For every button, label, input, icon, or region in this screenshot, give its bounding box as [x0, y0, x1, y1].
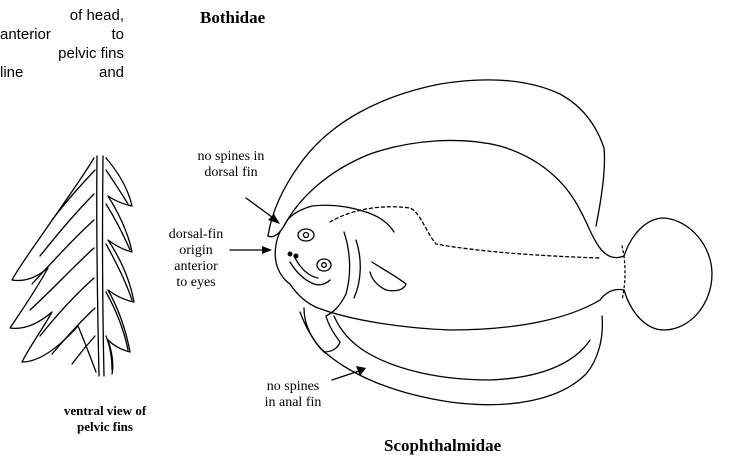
leader-lines: [230, 198, 362, 380]
pelvic-fins-drawing: [10, 156, 134, 376]
label-line: in anal fin: [254, 395, 332, 411]
label-no-anal-spines: no spines in anal fin: [254, 379, 332, 411]
label-line: dorsal-fin: [158, 227, 234, 243]
caption-line: ventral view of: [40, 403, 170, 419]
label-line: no spines in: [180, 149, 282, 165]
label-line: anterior: [158, 259, 234, 275]
label-no-dorsal-spines: no spines in dorsal fin: [180, 149, 282, 181]
flatfish-drawing: [268, 80, 712, 405]
label-line: to eyes: [158, 275, 234, 291]
label-line: dorsal fin: [180, 165, 282, 181]
caption-line: pelvic fins: [40, 419, 170, 435]
label-line: origin: [158, 243, 234, 259]
label-dorsal-fin-origin: dorsal-fin origin anterior to eyes: [158, 227, 234, 291]
label-line: no spines: [254, 379, 332, 395]
pelvic-fins-caption: ventral view of pelvic fins: [40, 403, 170, 435]
